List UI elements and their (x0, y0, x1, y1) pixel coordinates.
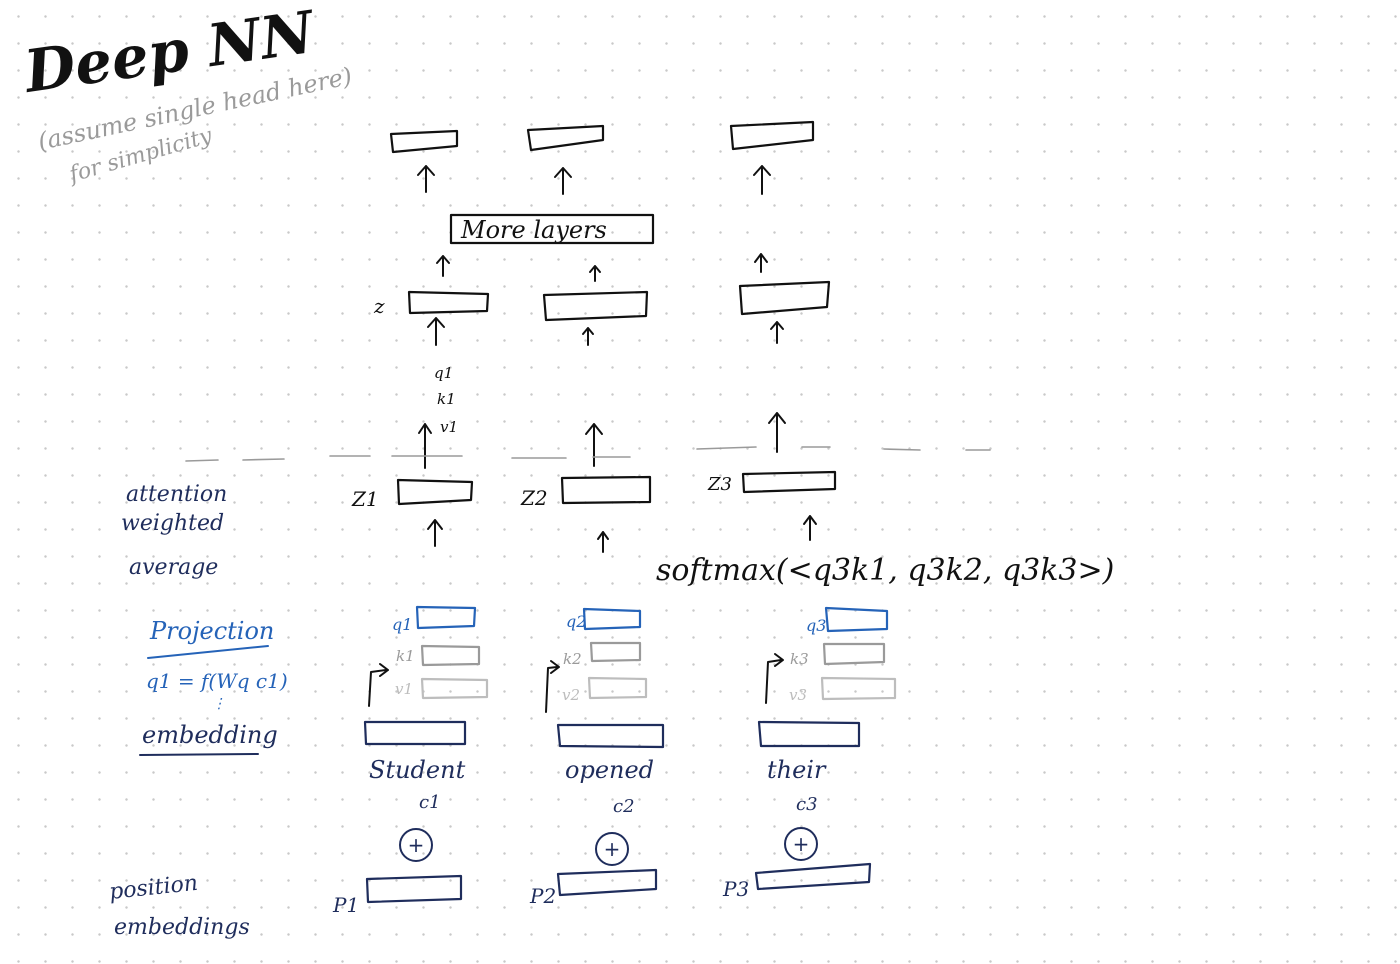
q3-label: q3 (806, 616, 826, 635)
more-layers-box (449, 213, 655, 245)
z2-box (560, 475, 652, 505)
attention-label-1: attention (126, 482, 227, 507)
up-arrow (768, 412, 786, 453)
projection-arrow (545, 660, 560, 713)
up-arrow (554, 167, 572, 195)
c1-label: c1 (419, 792, 441, 813)
c3-label: c3 (796, 794, 818, 815)
projection-label: Projection (149, 617, 274, 645)
z-input-v: v1 (440, 418, 458, 436)
plus-sign: + (604, 837, 621, 861)
up-arrow (803, 515, 817, 541)
up-arrow (427, 317, 445, 346)
output-box-2 (526, 124, 605, 152)
dashed-separator (185, 446, 991, 462)
word-1: Student (369, 756, 466, 784)
softmax-formula: softmax(<q3k1, q3k2, q3k3>) (656, 553, 1114, 588)
p3-label: P3 (722, 877, 749, 901)
up-arrow (418, 423, 432, 469)
position-box-2 (556, 868, 658, 897)
plus-sign: + (793, 832, 810, 856)
up-arrow (427, 519, 443, 547)
plus-circle (784, 827, 818, 861)
k1-label: k1 (396, 647, 415, 665)
more-layers-label: More layers (460, 216, 607, 244)
projection-formula: q1 = f(Wq c1) (146, 669, 288, 693)
z-box-1 (407, 290, 490, 315)
attention-label-3: average (129, 555, 218, 580)
k2-box (589, 641, 642, 663)
up-arrow (417, 165, 435, 193)
word-2: opened (565, 756, 654, 784)
z-label: z (373, 294, 385, 318)
v3-label: v3 (789, 686, 807, 704)
q1-label: q1 (392, 615, 412, 634)
projection-arrow (368, 663, 389, 707)
embedding-box-2 (556, 723, 665, 749)
up-arrow (770, 321, 784, 344)
z1-box (396, 478, 474, 506)
ellipsis: ⋮ (212, 696, 226, 712)
plus-sign: + (408, 833, 425, 857)
projection-arrow (765, 653, 784, 704)
output-box-1 (389, 129, 459, 154)
embedding-label: embedding (142, 721, 278, 749)
up-arrow (597, 531, 609, 553)
position-box-1 (365, 874, 463, 904)
k1-box (420, 644, 481, 667)
v2-box (587, 676, 648, 700)
embedding-underline (139, 753, 259, 756)
z-box-2 (542, 290, 649, 322)
z1-label: Z1 (351, 487, 379, 511)
p2-label: P2 (529, 884, 556, 908)
plus-circle (595, 832, 629, 866)
up-arrow (436, 255, 450, 277)
plus-circle (399, 828, 433, 862)
position-label-1: position (108, 871, 199, 905)
v2-label: v2 (562, 686, 580, 704)
up-arrow (754, 253, 768, 273)
k3-label: k3 (790, 650, 809, 668)
z3-box (741, 470, 837, 494)
v1-box (420, 677, 489, 700)
c2-label: c2 (613, 796, 635, 817)
k2-label: k2 (563, 650, 582, 668)
q2-label: q2 (566, 612, 586, 631)
q1-box (415, 605, 477, 630)
position-label-2: embeddings (114, 915, 250, 940)
projection-underline (147, 645, 269, 659)
p1-label: P1 (332, 893, 359, 917)
z-box-3 (738, 280, 831, 316)
k3-box (822, 642, 886, 666)
v3-box (820, 676, 897, 701)
q3-box (824, 606, 889, 633)
z-input-q: q1 (434, 364, 453, 382)
embedding-box-1 (363, 720, 467, 746)
attention-label-2: weighted (121, 511, 224, 536)
z3-label: Z3 (707, 474, 732, 495)
up-arrow (585, 423, 603, 467)
v1-label: v1 (395, 680, 413, 698)
position-box-3 (754, 862, 872, 891)
output-box-3 (729, 120, 815, 151)
z2-label: Z2 (520, 486, 548, 510)
word-3: their (767, 756, 827, 784)
up-arrow (582, 327, 594, 346)
z-input-k: k1 (437, 390, 456, 408)
up-arrow (753, 165, 771, 195)
up-arrow (589, 265, 601, 282)
embedding-box-3 (757, 720, 861, 748)
q2-box (582, 607, 642, 631)
